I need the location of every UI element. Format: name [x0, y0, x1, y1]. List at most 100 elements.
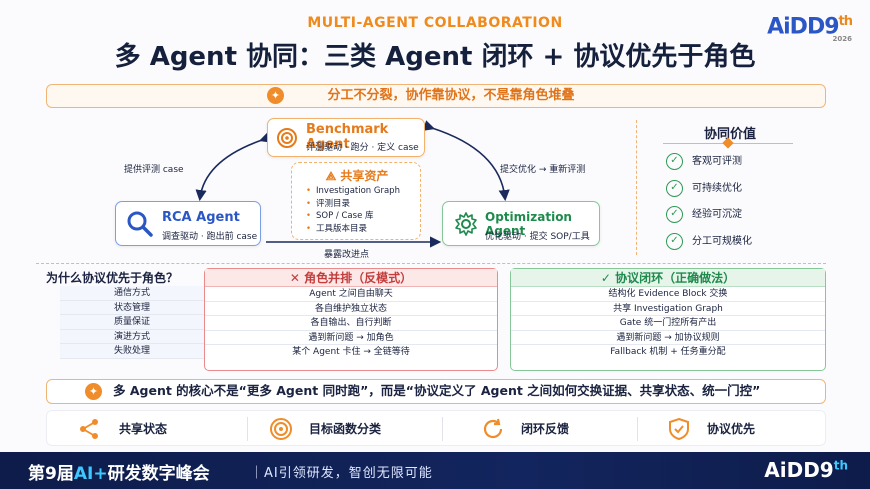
- section-divider: [636, 120, 637, 255]
- footer-logo-text: AiDD9: [764, 458, 834, 482]
- footer-slogan: ｜AI引领研发，智创无限可能: [250, 466, 433, 481]
- footer-logo: AiDD9th: [764, 458, 848, 482]
- key-banner: ✦ 分工不分裂，协作靠协议，不是靠角色堆叠: [46, 84, 826, 108]
- value-item-text: 客观可评测: [692, 156, 742, 167]
- logo-text: AiDD9: [767, 14, 839, 40]
- footer-left-c: 研发数字峰会: [107, 464, 210, 484]
- benchmark-agent-card[interactable]: Benchmark Agent 评测驱动 · 跑分 · 定义 case: [267, 118, 425, 157]
- rca-agent-desc: 调查驱动 · 跑出前 case: [162, 232, 258, 242]
- core-statement-text: 多 Agent 的核心不是“更多 Agent 同时跑”，而是“协议定义了 Age…: [113, 383, 761, 398]
- value-item: ✓ 分工可规模化: [666, 232, 752, 252]
- aspect-column: 通信方式 状态管理 质量保证 演进方式 失败处理: [60, 286, 204, 359]
- banner-text: 分工不分裂，协作靠协议，不是靠角色堆叠: [327, 88, 575, 103]
- feature-label: 共享状态: [119, 422, 168, 436]
- footer-summit-name: 第9届AI+研发数字峰会: [28, 459, 210, 484]
- value-item-text: 经验可沉淀: [692, 209, 742, 220]
- core-statement: ✦ 多 Agent 的核心不是“更多 Agent 同时跑”，而是“协议定义了 A…: [46, 379, 826, 404]
- network-icon: ⟁: [325, 169, 337, 183]
- footer-bar: 第9届AI+研发数字峰会 ｜AI引领研发，智创无限可能 AiDD9th: [0, 452, 870, 489]
- feature-protocol: 协议优先: [667, 411, 817, 447]
- shared-title-text: 共享资产: [340, 169, 389, 183]
- flow-label-left: 提供评测 case: [124, 165, 184, 175]
- check-icon: ✓: [666, 232, 683, 250]
- arrow-bench-opt: [422, 120, 510, 202]
- anti-pattern-cell: 某个 Agent 卡住 → 全链等待: [292, 347, 410, 357]
- feature-divider: [247, 417, 248, 441]
- value-item-text: 分工可规模化: [692, 236, 752, 247]
- feature-divider: [442, 417, 443, 441]
- value-item: ✓ 客观可评测: [666, 152, 742, 172]
- protocol-cell: 结构化 Evidence Block 交换: [511, 287, 825, 302]
- value-title: 协同价值: [703, 127, 756, 142]
- gear-icon: [455, 212, 477, 236]
- feature-label: 闭环反馈: [521, 422, 570, 436]
- arrow-bench-rca: [195, 132, 272, 202]
- feature-shared-state: 共享状态: [77, 411, 237, 447]
- logo-year: 2026: [832, 35, 852, 44]
- feature-divider: [637, 417, 638, 441]
- star-icon: ✦: [267, 87, 284, 104]
- share-icon: [80, 419, 98, 439]
- anti-pattern-header: ✕ 角色并排（反模式）: [205, 269, 497, 287]
- target-icon: [277, 128, 297, 148]
- check-icon: ✓: [666, 179, 683, 197]
- protocol-column: ✓ 协议闭环（正确做法） 结构化 Evidence Block 交换 共享 In…: [510, 268, 826, 371]
- page-title: 多 Agent 协同：三类 Agent 闭环 + 协议优先于角色: [114, 42, 756, 72]
- horizontal-divider: [36, 263, 826, 264]
- aspect-cell: 通信方式: [60, 286, 204, 301]
- target-icon: [270, 418, 292, 440]
- check-icon: ✓: [666, 152, 683, 170]
- aspect-cell: 演进方式: [60, 329, 204, 344]
- protocol-cell: Fallback 机制 + 任务重分配: [610, 347, 726, 357]
- shared-assets-title: ⟁共享资产: [292, 167, 422, 184]
- flow-label-right: 提交优化 → 重新评测: [500, 165, 586, 175]
- value-item: ✓ 经验可沉淀: [666, 205, 742, 225]
- feature-label: 协议优先: [707, 422, 756, 436]
- table-question: 为什么协议优先于角色？: [46, 271, 179, 285]
- aidd-logo: AiDD9th 2026: [767, 14, 854, 44]
- shared-asset-item: Investigation Graph: [306, 185, 400, 198]
- anti-pattern-cell: Agent 之间自由聊天: [205, 287, 497, 302]
- aspect-cell: 状态管理: [60, 300, 204, 315]
- logo-sup: th: [838, 14, 854, 29]
- footer-logo-sup: th: [833, 458, 848, 473]
- aspect-cell: 失败处理: [60, 344, 204, 359]
- anti-pattern-cell: 各自输出、自行判断: [205, 316, 497, 331]
- shared-assets-box: ⟁共享资产 Investigation Graph 评测目录 SOP / Cas…: [291, 162, 421, 240]
- feature-feedback: 闭环反馈: [481, 411, 631, 447]
- rca-agent-card[interactable]: RCA Agent 调查驱动 · 跑出前 case: [115, 201, 261, 246]
- protocol-header: ✓ 协议闭环（正确做法）: [511, 269, 825, 287]
- optimization-agent-name: Optimization Agent: [485, 210, 572, 238]
- rca-agent-name: RCA Agent: [162, 210, 240, 225]
- feature-bar: 共享状态 目标函数分类 闭环反馈 协议优先: [46, 410, 826, 446]
- shared-assets-list: Investigation Graph 评测目录 SOP / Case 库 工具…: [306, 185, 400, 235]
- aspect-cell: 质量保证: [60, 315, 204, 330]
- refresh-icon: [483, 418, 503, 439]
- check-icon: ✓: [666, 205, 683, 223]
- optimization-agent-card[interactable]: Optimization Agent 优化驱动 · 提交 SOP/工具: [442, 201, 600, 246]
- footer-left-a: 第9届: [28, 464, 74, 484]
- eyebrow: MULTI-AGENT COLLABORATION: [307, 15, 563, 31]
- footer-left-b: AI+: [73, 464, 108, 484]
- shared-asset-item: SOP / Case 库: [306, 210, 400, 223]
- anti-pattern-cell: 各自维护独立状态: [205, 302, 497, 316]
- protocol-cell: Gate 统一门控所有产出: [511, 316, 825, 331]
- flow-label-bottom: 暴露改进点: [324, 250, 370, 260]
- shared-asset-item: 工具版本目录: [306, 223, 400, 236]
- benchmark-agent-desc: 评测驱动 · 跑分 · 定义 case: [306, 143, 419, 153]
- optimization-agent-desc: 优化驱动 · 提交 SOP/工具: [485, 232, 590, 242]
- star-icon: ✦: [85, 383, 102, 400]
- shield-icon: [669, 417, 689, 441]
- protocol-cell: 遇到新问题 → 加协议规则: [511, 331, 825, 345]
- shared-asset-item: 评测目录: [306, 198, 400, 211]
- magnifier-icon: [127, 211, 153, 237]
- protocol-cell: 共享 Investigation Graph: [511, 302, 825, 316]
- value-item: ✓ 可持续优化: [666, 179, 742, 199]
- feature-label: 目标函数分类: [309, 422, 382, 436]
- anti-pattern-cell: 遇到新问题 → 加角色: [205, 331, 497, 345]
- feature-objective: 目标函数分类: [269, 411, 439, 447]
- anti-pattern-column: ✕ 角色并排（反模式） Agent 之间自由聊天 各自维护独立状态 各自输出、自…: [204, 268, 498, 371]
- benchmark-agent-name: Benchmark Agent: [306, 122, 389, 152]
- value-item-text: 可持续优化: [692, 183, 742, 194]
